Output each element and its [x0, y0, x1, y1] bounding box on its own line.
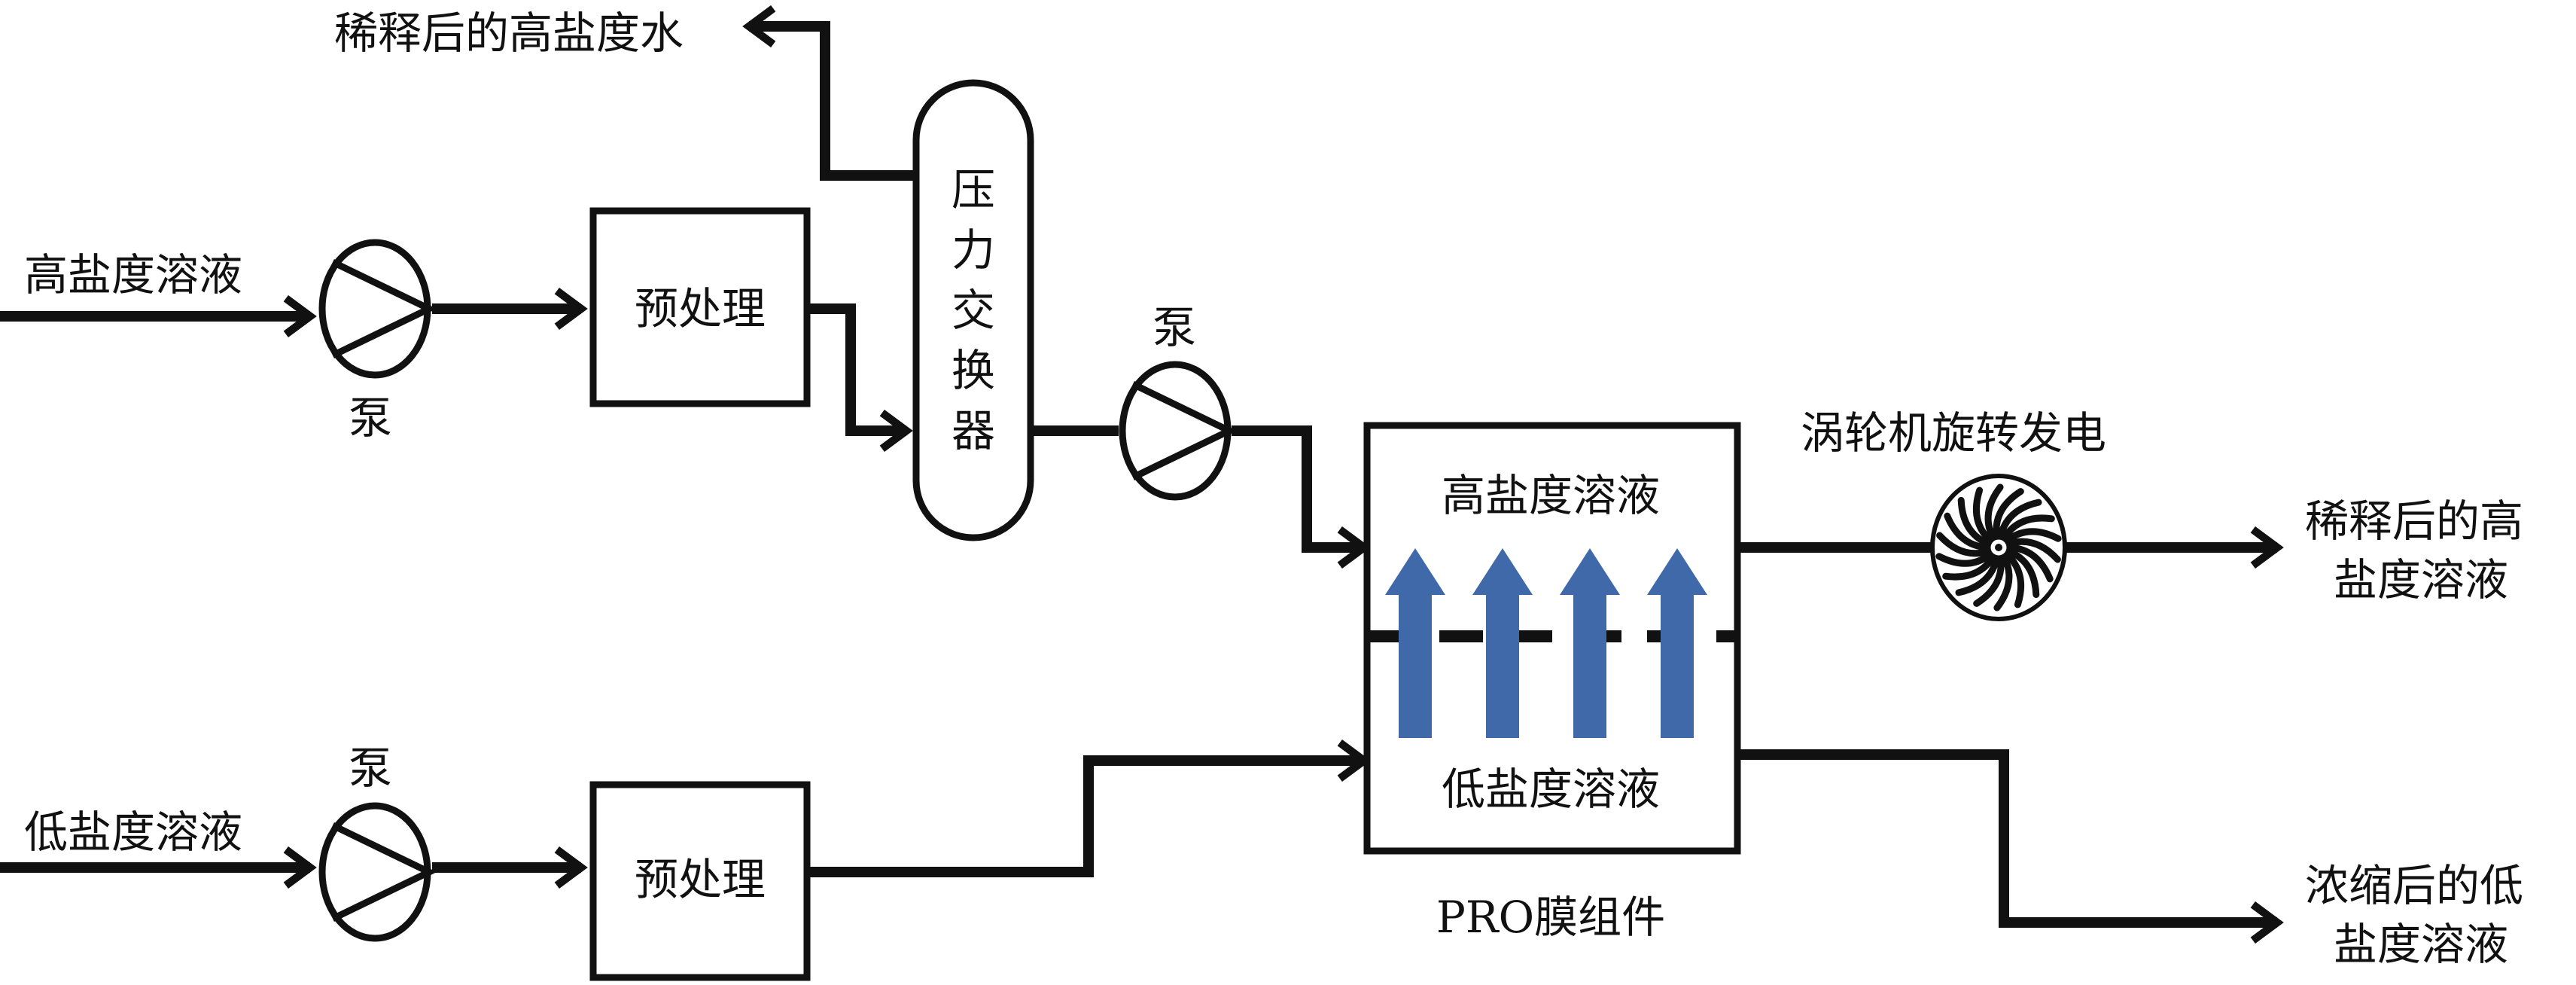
label-high-input: 高盐度溶液: [24, 249, 242, 300]
turbine-blade: [2004, 528, 2062, 544]
label-pressure-exchanger-3: 交: [952, 285, 995, 336]
turbine-blade: [1955, 556, 2000, 596]
turbine-blade: [2007, 544, 2054, 583]
label-pretreatment-bottom: 预处理: [635, 854, 766, 905]
pretreat-to-exchanger-line: [804, 303, 913, 453]
turbine-blade: [1957, 496, 1991, 547]
pump-icon: [1119, 361, 1238, 501]
turbine-blade: [1972, 486, 1993, 544]
label-pump-1: 泵: [349, 392, 392, 444]
turbine-blade: [1942, 554, 1996, 581]
label-output-diluted-1: 稀释后的高: [2305, 496, 2523, 547]
label-pressure-exchanger-2: 力: [952, 224, 995, 276]
label-low-input: 低盐度溶液: [24, 807, 242, 858]
permeation-arrow-icon: [1560, 548, 1620, 738]
turbine-blade: [1984, 483, 2004, 541]
module-to-concentrate-line: [1734, 749, 2284, 944]
turbine-blade: [2006, 548, 2040, 599]
turbine-icon: [1930, 474, 2067, 621]
turbine-blade: [2006, 538, 2061, 563]
exchanger-to-top-output-line: [742, 5, 916, 181]
pump-icon: [318, 802, 437, 942]
label-output-concentrated-2: 盐度溶液: [2334, 919, 2508, 970]
turbine-axle: [1995, 544, 2002, 551]
turbine-blade: [1936, 532, 1991, 557]
label-module-high: 高盐度溶液: [1442, 470, 1660, 521]
permeation-arrow-icon: [1472, 548, 1533, 738]
label-module-low: 低盐度溶液: [1442, 764, 1660, 815]
label-pump-2: 泵: [1153, 302, 1196, 353]
label-top-output: 稀释后的高盐度水: [334, 8, 684, 59]
label-module-name: PRO膜组件: [1436, 892, 1665, 943]
label-output-concentrated-1: 浓缩后的低: [2305, 860, 2523, 911]
pretreat-to-module-line: [804, 739, 1371, 877]
permeation-arrow-icon: [1385, 548, 1445, 738]
pretreatment-box-bottom: [589, 781, 811, 981]
pump-icon: [318, 239, 437, 379]
turbine-blade: [1993, 554, 2013, 611]
pump2-to-module-line: [1232, 425, 1371, 569]
turbine-blade: [2001, 514, 2055, 541]
turbine-blade: [1993, 488, 2024, 539]
label-pressure-exchanger-5: 器: [952, 405, 995, 456]
turbine-blade: [1973, 556, 2005, 607]
turbine-blade: [1944, 512, 1990, 551]
label-pump-3: 泵: [349, 743, 392, 794]
pressure-exchanger-capsule: [912, 79, 1034, 541]
turbine-blade: [1935, 551, 1993, 567]
label-turbine: 涡轮机旋转发电: [1801, 407, 2106, 459]
label-pressure-exchanger-4: 换: [952, 345, 995, 396]
label-output-diluted-2: 盐度溶液: [2334, 554, 2508, 605]
permeation-arrow-icon: [1647, 548, 1707, 738]
label-pretreatment-top: 预处理: [635, 283, 766, 334]
label-pressure-exchanger-1: 压: [952, 164, 995, 215]
turbine-blade: [1997, 499, 2042, 539]
pretreatment-box-top: [589, 207, 811, 407]
permeation-arrows: [1385, 548, 1707, 738]
turbine-blade: [2004, 551, 2025, 608]
